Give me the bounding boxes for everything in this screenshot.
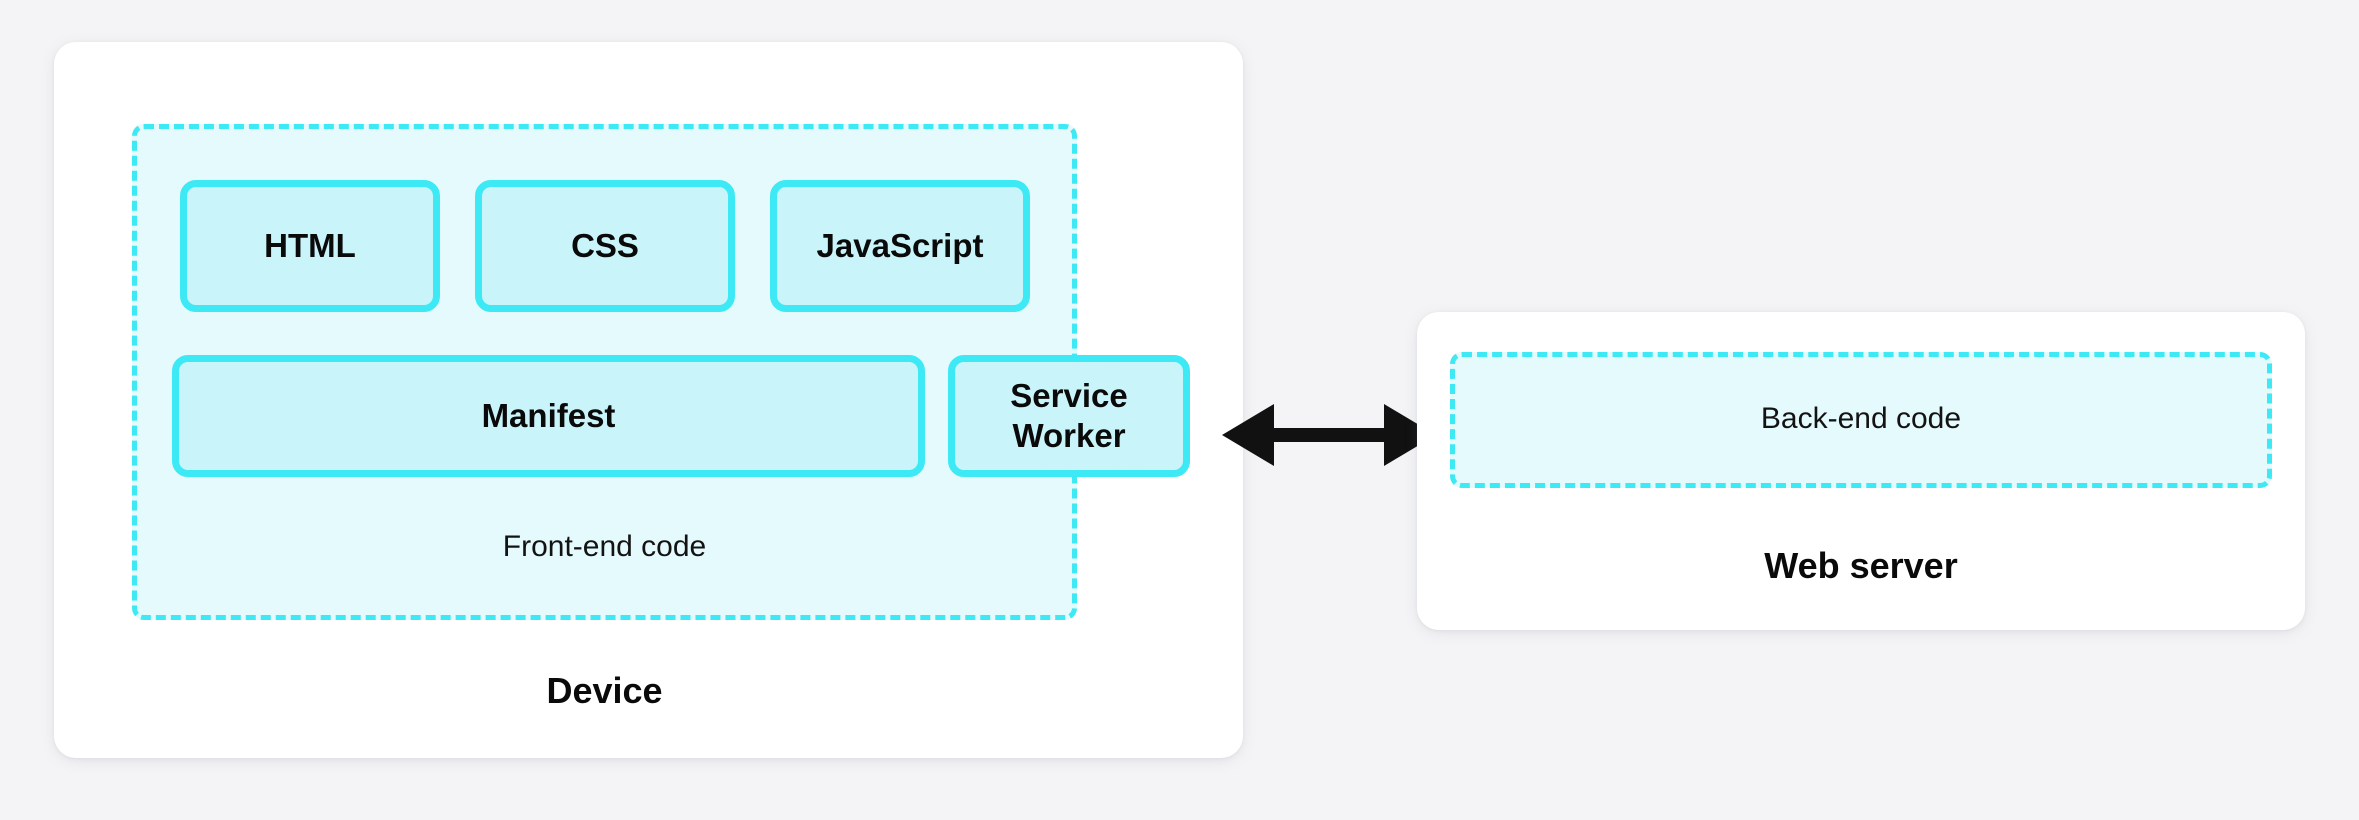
service-worker-box-label: Service Worker [1010, 376, 1128, 454]
service-worker-box[interactable]: Service Worker [948, 355, 1190, 477]
device-caption: Device [546, 670, 663, 711]
front-end-code-caption: Front-end code [502, 530, 707, 563]
css-box-label: CSS [571, 226, 639, 264]
double-headed-arrow-icon [1222, 404, 1436, 466]
back-end-code-caption: Back-end code [1760, 402, 1962, 435]
javascript-box[interactable]: JavaScript [770, 180, 1030, 312]
manifest-box[interactable]: Manifest [172, 355, 925, 477]
web-server-caption: Web server [1764, 545, 1958, 586]
javascript-box-label: JavaScript [816, 226, 984, 264]
css-box[interactable]: CSS [475, 180, 735, 312]
back-end-code-region [1450, 352, 2272, 488]
manifest-box-label: Manifest [481, 396, 616, 434]
html-box[interactable]: HTML [180, 180, 440, 312]
html-box-label: HTML [264, 226, 356, 264]
